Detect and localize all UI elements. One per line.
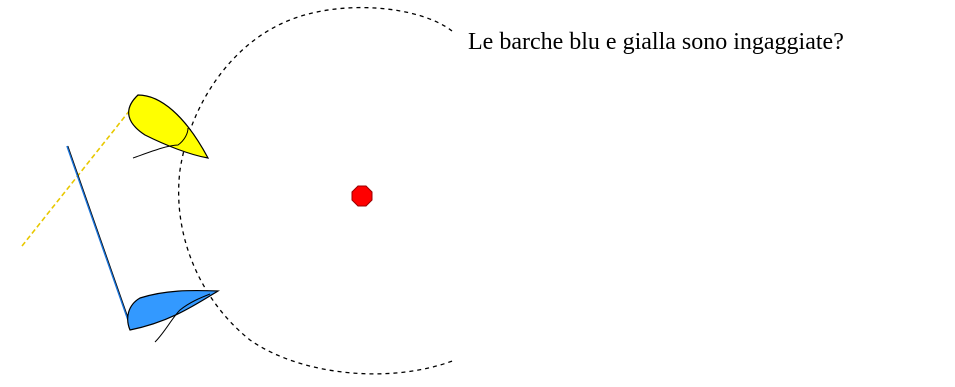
blue-boat-track xyxy=(66,145,129,321)
question-text: Le barche blu e gialla sono ingaggiate? xyxy=(468,29,844,55)
zone-circle xyxy=(178,6,456,375)
yellow-boat xyxy=(128,94,210,159)
blue-boat-sail xyxy=(154,293,211,343)
yellow-boat-hull xyxy=(128,94,210,159)
mark-buoy xyxy=(351,185,373,207)
yellow-boat-sail xyxy=(132,127,189,159)
blue-boat-track-edge xyxy=(67,145,130,321)
yellow-boat-track xyxy=(21,109,131,247)
blue-boat xyxy=(127,289,221,343)
